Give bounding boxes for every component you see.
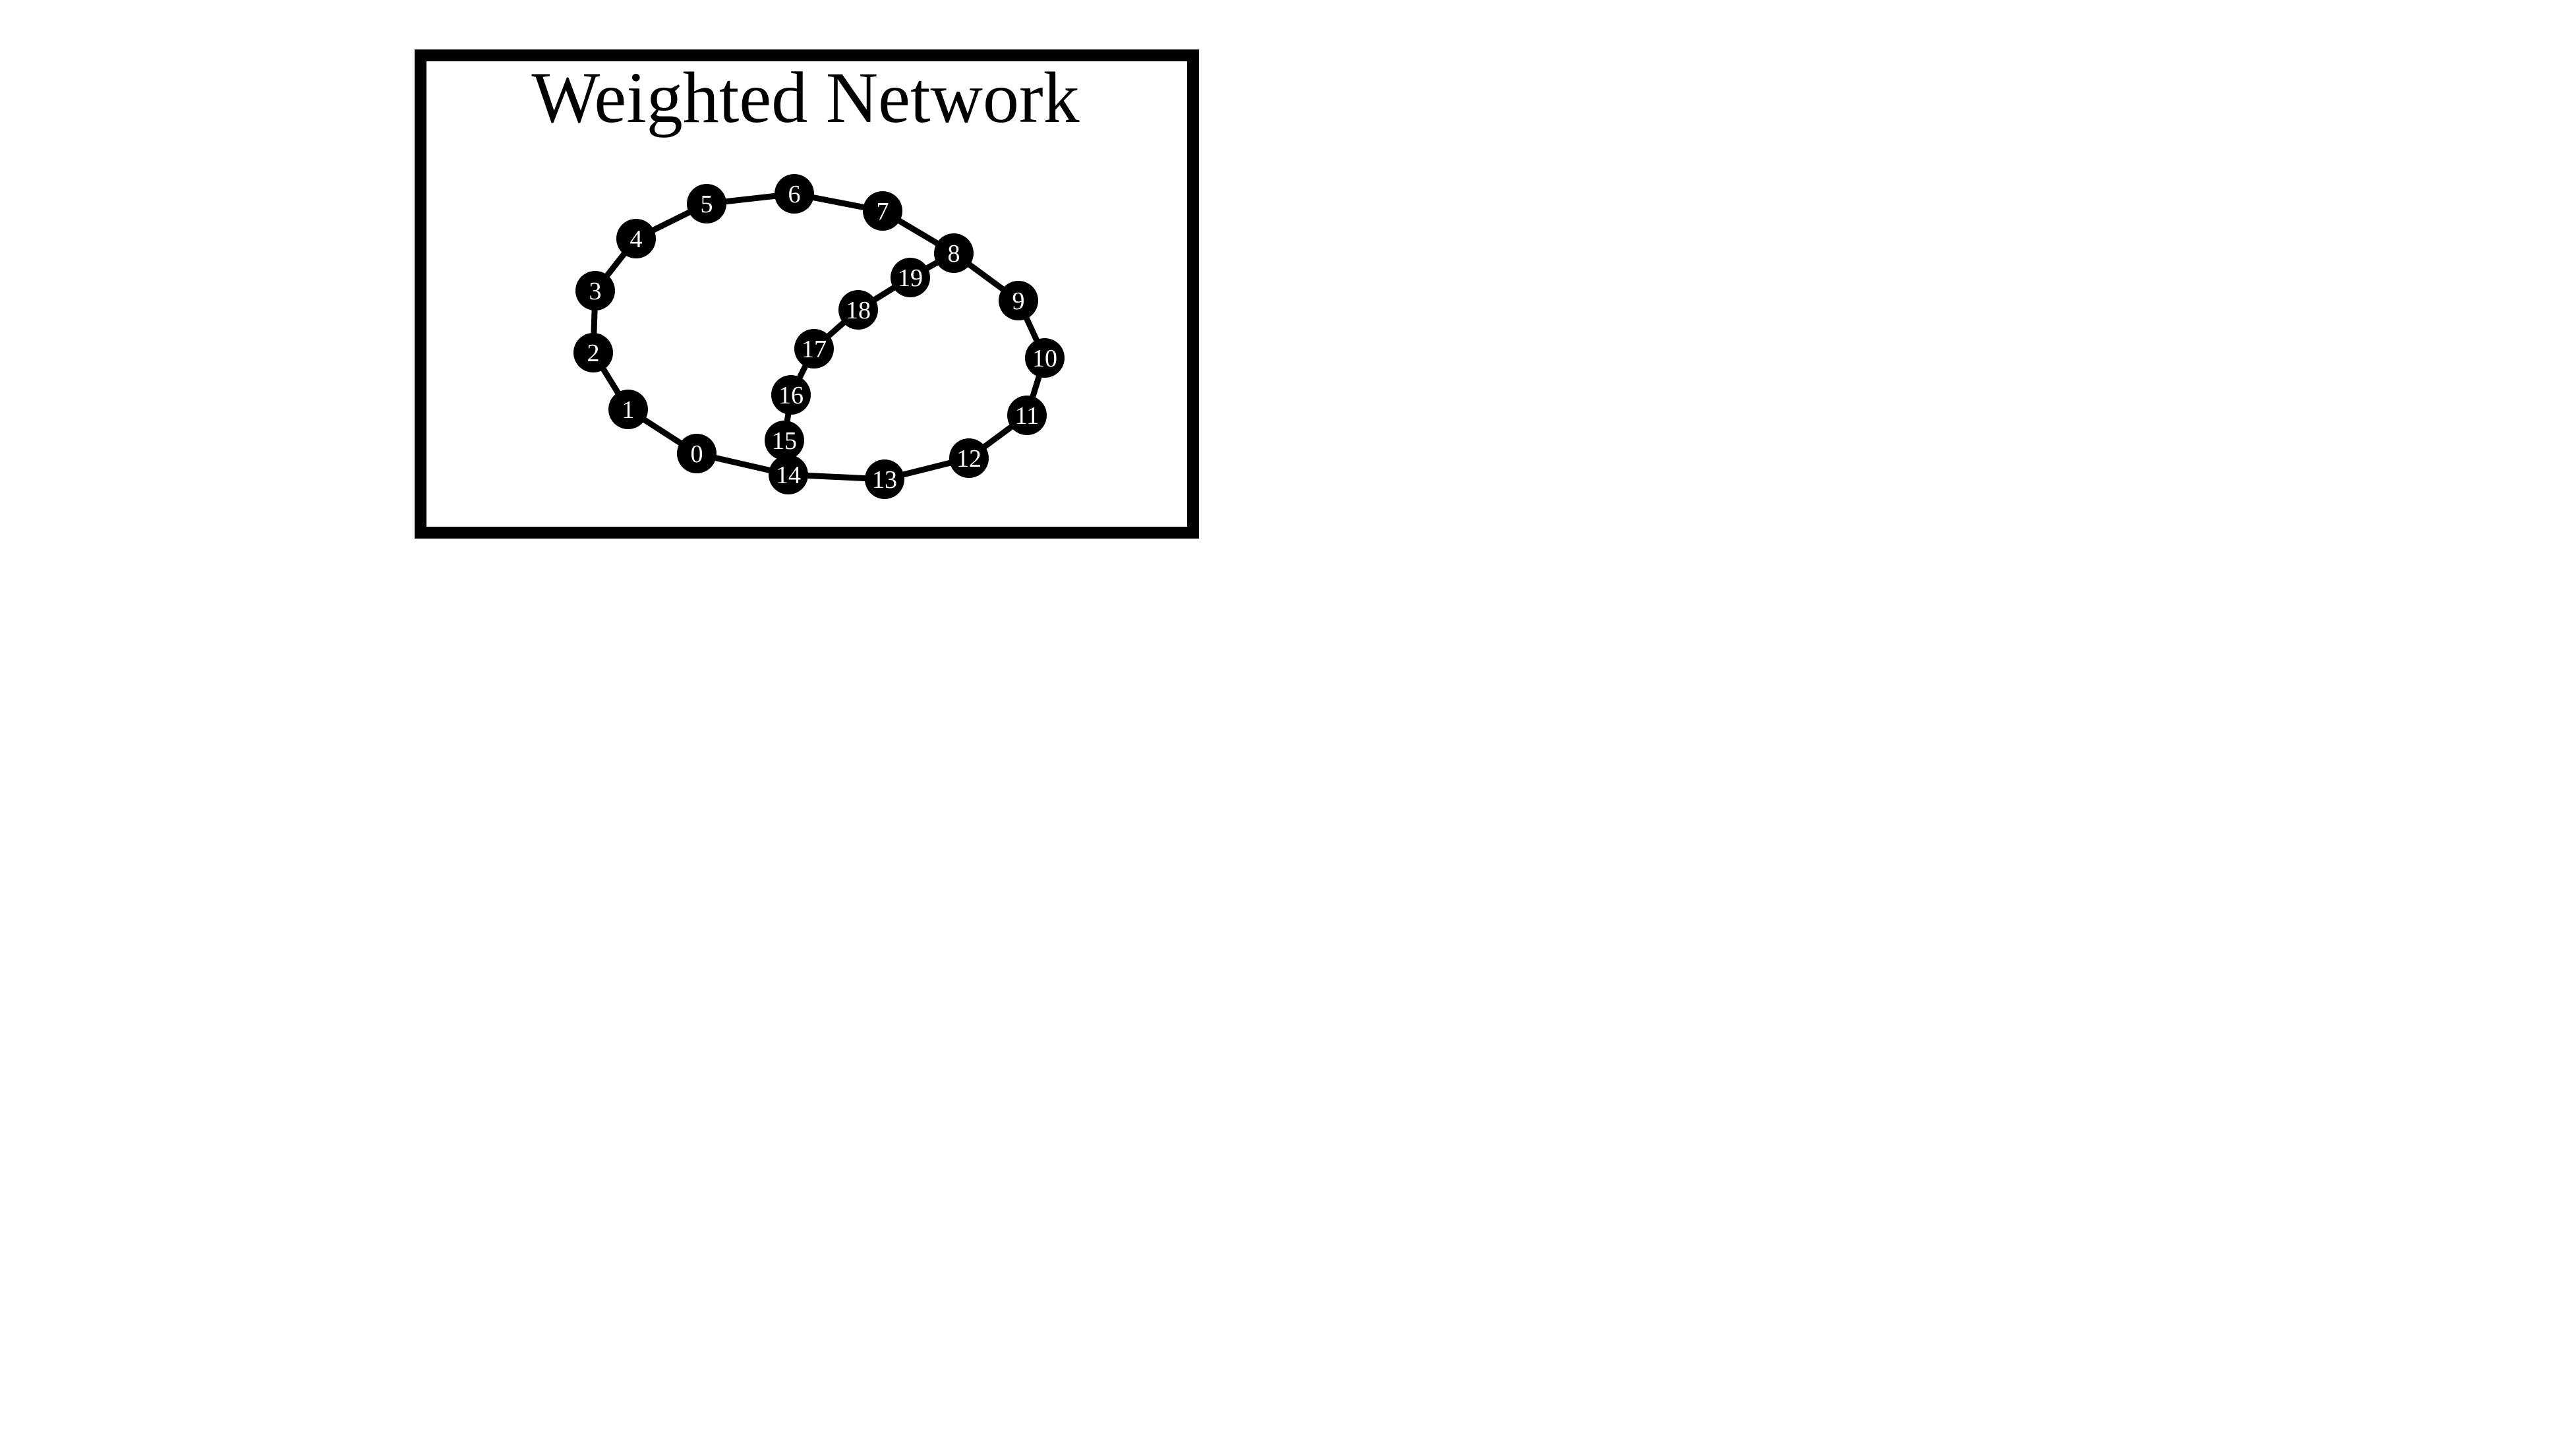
- node-circle: [794, 329, 834, 369]
- node-15: 15: [765, 421, 804, 460]
- node-label: 17: [802, 336, 827, 363]
- node-16: 16: [771, 375, 811, 415]
- frame: [415, 49, 1199, 539]
- node-circle: [1007, 396, 1047, 435]
- node-circle: [765, 421, 804, 460]
- node-circle: [891, 258, 930, 297]
- node-circle: [771, 375, 811, 415]
- node-label: 1: [622, 396, 635, 424]
- node-circle: [1025, 338, 1065, 378]
- node-circle: [616, 219, 656, 258]
- node-14: 14: [769, 455, 808, 494]
- node-label: 9: [1012, 287, 1025, 315]
- node-label: 3: [589, 278, 602, 305]
- node-7: 7: [863, 191, 902, 231]
- node-2: 2: [573, 333, 613, 372]
- node-4: 4: [616, 219, 656, 258]
- node-circle: [865, 459, 904, 499]
- node-19: 19: [891, 258, 930, 297]
- node-label: 8: [948, 240, 960, 268]
- node-circle: [769, 455, 808, 494]
- node-circle: [573, 333, 613, 372]
- node-label: 5: [701, 191, 713, 218]
- node-circle: [775, 174, 814, 214]
- node-label: 12: [956, 445, 981, 473]
- node-label: 11: [1015, 402, 1039, 430]
- node-circle: [838, 290, 878, 330]
- node-circle: [863, 191, 902, 231]
- node-label: 19: [898, 264, 923, 292]
- node-1: 1: [608, 390, 648, 429]
- node-3: 3: [575, 271, 615, 310]
- node-circle: [575, 271, 615, 310]
- node-label: 16: [778, 382, 804, 409]
- diagram-title: Weighted Network: [531, 57, 1079, 138]
- node-circle: [934, 233, 974, 273]
- node-label: 7: [877, 198, 889, 225]
- node-circle: [949, 438, 989, 478]
- node-label: 18: [846, 297, 871, 324]
- node-13: 13: [865, 459, 904, 499]
- node-label: 4: [630, 225, 643, 253]
- node-9: 9: [999, 281, 1038, 320]
- node-label: 10: [1032, 345, 1057, 372]
- node-label: 13: [872, 466, 897, 494]
- node-12: 12: [949, 438, 989, 478]
- node-11: 11: [1007, 396, 1047, 435]
- node-18: 18: [838, 290, 878, 330]
- node-circle: [608, 390, 648, 429]
- node-label: 15: [772, 427, 797, 455]
- node-6: 6: [775, 174, 814, 214]
- node-label: 6: [788, 181, 801, 208]
- node-8: 8: [934, 233, 974, 273]
- node-0: 0: [677, 434, 717, 473]
- node-17: 17: [794, 329, 834, 369]
- node-circle: [677, 434, 717, 473]
- node-10: 10: [1025, 338, 1065, 378]
- node-label: 2: [587, 339, 600, 367]
- node-5: 5: [687, 184, 726, 223]
- node-label: 14: [776, 461, 801, 489]
- node-circle: [687, 184, 726, 223]
- node-circle: [999, 281, 1038, 320]
- node-label: 0: [691, 440, 703, 468]
